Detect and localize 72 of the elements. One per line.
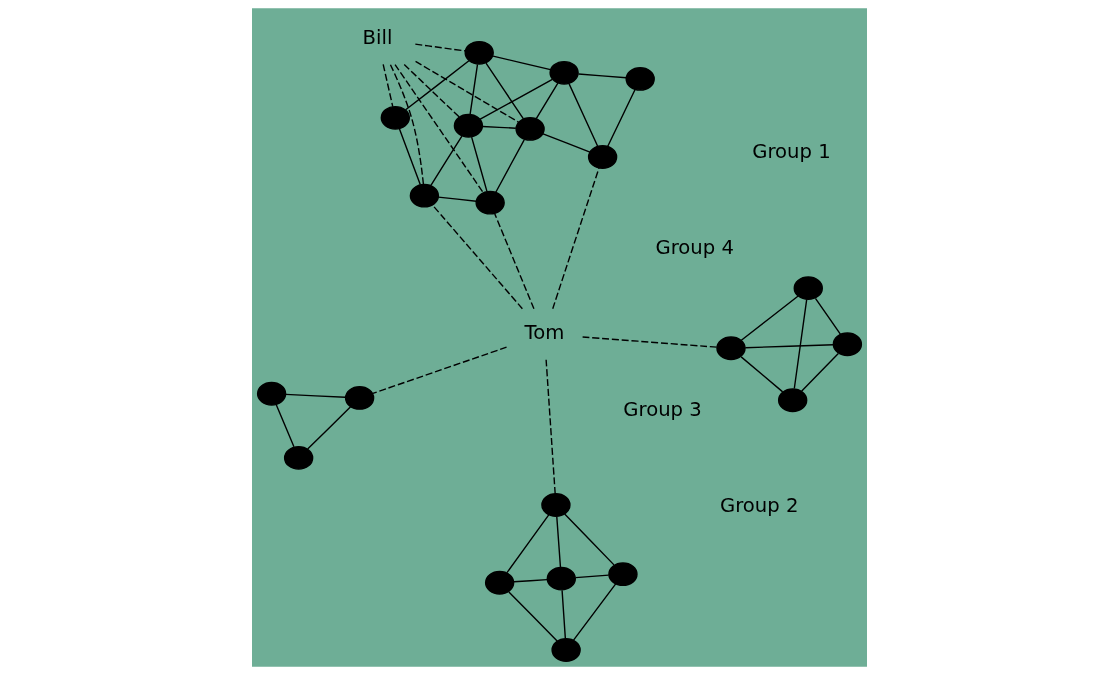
connector (481, 125, 516, 129)
connector (494, 139, 525, 193)
node-circle (715, 336, 746, 361)
connector (484, 62, 524, 120)
connector (284, 393, 346, 398)
node-circle (546, 566, 576, 591)
connector (740, 295, 799, 341)
connector (404, 60, 470, 111)
connector (431, 204, 523, 310)
connector (389, 64, 424, 186)
connector (437, 196, 477, 202)
node-circle (587, 145, 617, 169)
connector (581, 336, 718, 348)
connector (563, 513, 615, 566)
connector (739, 356, 783, 393)
connector (382, 63, 393, 108)
connector (398, 128, 421, 186)
node-circle (256, 381, 286, 406)
connector (470, 136, 488, 192)
node-circle (793, 276, 823, 301)
label: Group 2 (719, 494, 798, 518)
node-circle (474, 190, 505, 215)
connector (306, 406, 351, 450)
connector (414, 43, 466, 52)
connector (572, 583, 616, 641)
node-circle (283, 446, 313, 470)
connector (429, 135, 463, 186)
node-circle (624, 67, 655, 91)
connector (371, 346, 507, 395)
node-text: Bill (362, 26, 392, 50)
connector (560, 589, 566, 640)
connector (814, 297, 841, 336)
connector (574, 574, 609, 579)
connector (577, 73, 627, 79)
node-circle (832, 332, 862, 357)
node-circle (607, 562, 638, 587)
connector (505, 514, 549, 574)
node-circle (380, 105, 410, 130)
node-circle (453, 113, 483, 138)
connector (744, 344, 834, 349)
connector (275, 404, 295, 448)
label: Group 4 (655, 236, 734, 260)
connector (479, 78, 553, 120)
node-text: Tom (524, 321, 564, 345)
connector (468, 63, 478, 116)
node-circle (409, 183, 439, 208)
connector (606, 89, 636, 147)
label: Group 1 (751, 139, 831, 163)
connector (793, 298, 807, 390)
connector (800, 352, 839, 392)
node-circle (550, 638, 581, 662)
node-circle (540, 493, 571, 517)
connector (491, 55, 551, 71)
connector (541, 133, 591, 153)
connector (403, 63, 460, 118)
node-circle (464, 40, 494, 65)
connector (551, 167, 600, 310)
connector (512, 578, 548, 583)
node-circle (777, 388, 807, 413)
connector (567, 82, 598, 147)
node-circle (344, 386, 374, 410)
label: Group 3 (622, 397, 702, 421)
connector (544, 358, 556, 495)
connector (414, 60, 519, 123)
connector (535, 82, 559, 120)
connector (555, 515, 561, 568)
node-circle (484, 570, 514, 595)
connector (393, 63, 484, 194)
connector (507, 591, 558, 642)
connector (493, 213, 535, 310)
node-circle (548, 60, 579, 85)
node-circle (514, 117, 545, 141)
